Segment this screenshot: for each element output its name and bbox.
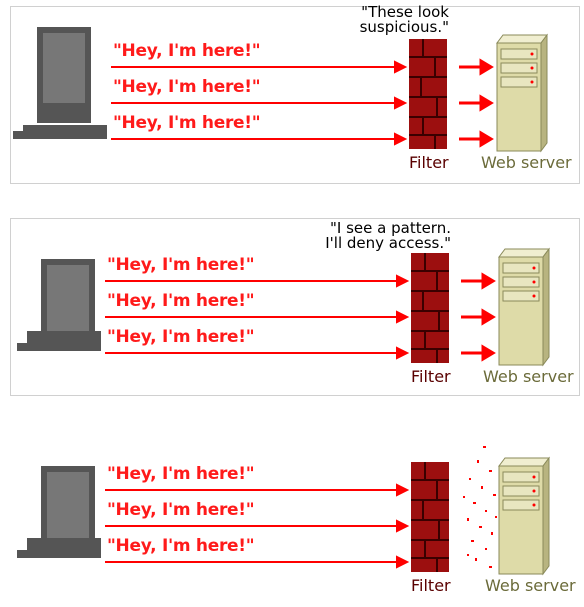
web-server-label: Web server xyxy=(481,153,572,172)
panel-3: "Hey, I'm here!" "Hey, I'm here!" "Hey, … xyxy=(10,425,580,603)
request-message: "Hey, I'm here!" xyxy=(107,536,255,556)
web-server-icon xyxy=(498,456,550,576)
filter-speech: "These look suspicious." xyxy=(359,3,449,36)
filter-label: Filter xyxy=(409,153,449,172)
filter-label: Filter xyxy=(411,367,451,386)
request-message: "Hey, I'm here!" xyxy=(113,113,261,133)
request-arrows xyxy=(105,483,410,569)
request-message: "Hey, I'm here!" xyxy=(107,255,255,275)
firewall-icon xyxy=(409,39,447,149)
computer-icon xyxy=(13,27,107,139)
firewall-icon xyxy=(411,462,449,572)
firewall-icon xyxy=(411,253,449,363)
web-server-icon xyxy=(498,247,550,367)
web-server-label: Web server xyxy=(485,576,576,595)
computer-icon xyxy=(17,466,101,558)
filter-speech: "I see a pattern. I'll deny access." xyxy=(325,219,451,252)
request-message: "Hey, I'm here!" xyxy=(107,500,255,520)
blocked-fragments xyxy=(463,446,497,568)
forward-arrows xyxy=(459,58,494,148)
web-server-icon xyxy=(496,33,548,153)
request-arrows xyxy=(111,60,408,146)
request-arrows xyxy=(105,274,410,360)
panel-1: "These look suspicious." "Hey, I'm here!… xyxy=(10,3,580,184)
panel-2-graphics xyxy=(17,247,550,367)
web-server-label: Web server xyxy=(483,367,574,386)
request-message: "Hey, I'm here!" xyxy=(107,464,255,484)
request-message: "Hey, I'm here!" xyxy=(107,291,255,311)
panel-3-graphics xyxy=(17,446,550,576)
panel-2: "I see a pattern. I'll deny access." "He… xyxy=(10,218,580,396)
request-message: "Hey, I'm here!" xyxy=(107,327,255,347)
computer-icon xyxy=(17,259,101,351)
filter-label: Filter xyxy=(411,576,451,595)
request-message: "Hey, I'm here!" xyxy=(113,77,261,97)
panel-1-graphics xyxy=(13,27,548,153)
forward-arrows xyxy=(461,272,496,362)
request-message: "Hey, I'm here!" xyxy=(113,41,261,61)
